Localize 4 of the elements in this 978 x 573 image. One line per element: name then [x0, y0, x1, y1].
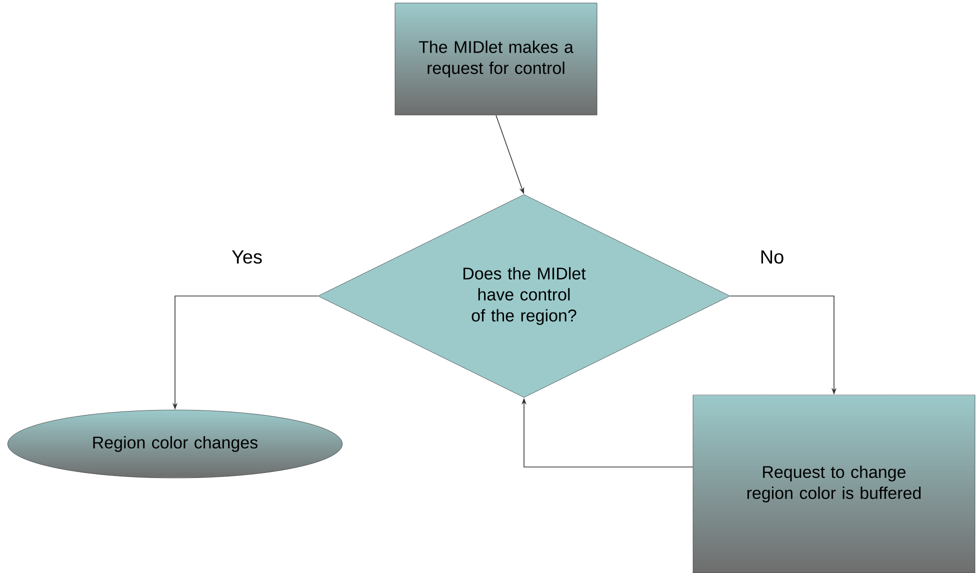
process-box: Request to change region color is buffered [692, 394, 976, 573]
edge-label: No [758, 248, 786, 266]
edge-label: Yes [230, 248, 264, 266]
process-box: The MIDlet makes a request for control [394, 2, 598, 116]
